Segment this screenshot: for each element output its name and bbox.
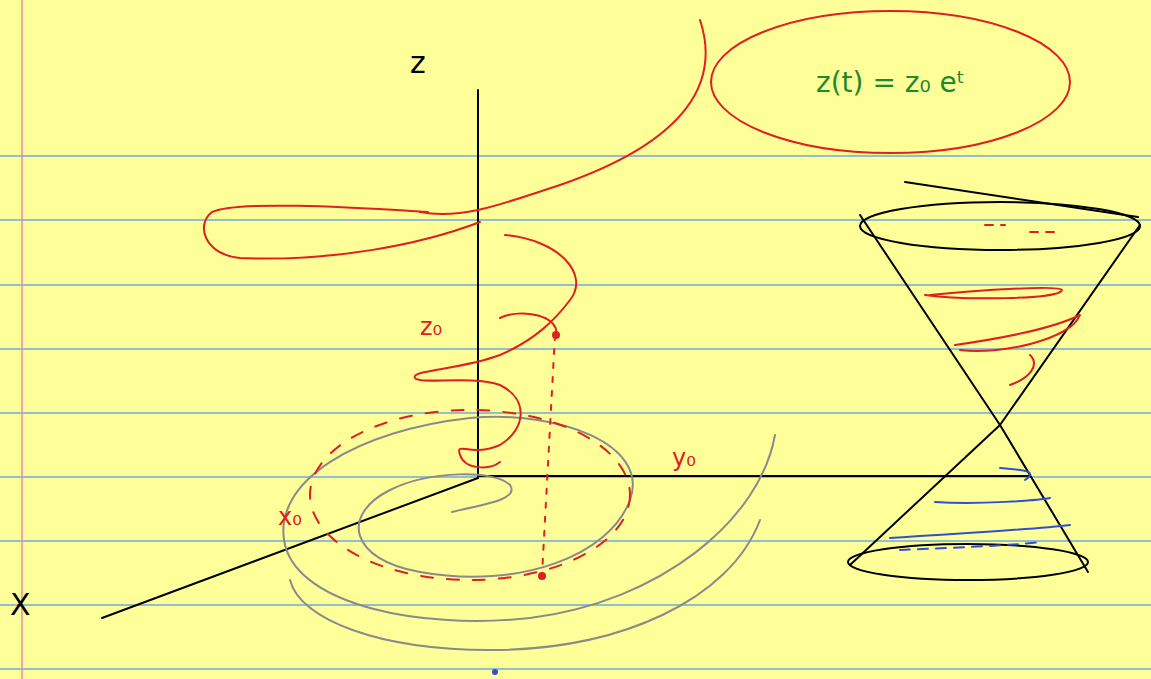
axis-label: X	[10, 590, 31, 620]
point-label: z₀	[420, 315, 442, 339]
formula-ellipse: z(t) = z₀ eᵗ	[708, 8, 1073, 156]
axis-label: z	[410, 48, 426, 78]
point-label: x₀	[278, 505, 302, 529]
formula-text: z(t) = z₀ eᵗ	[816, 66, 965, 99]
point-label: y₀	[672, 446, 696, 470]
